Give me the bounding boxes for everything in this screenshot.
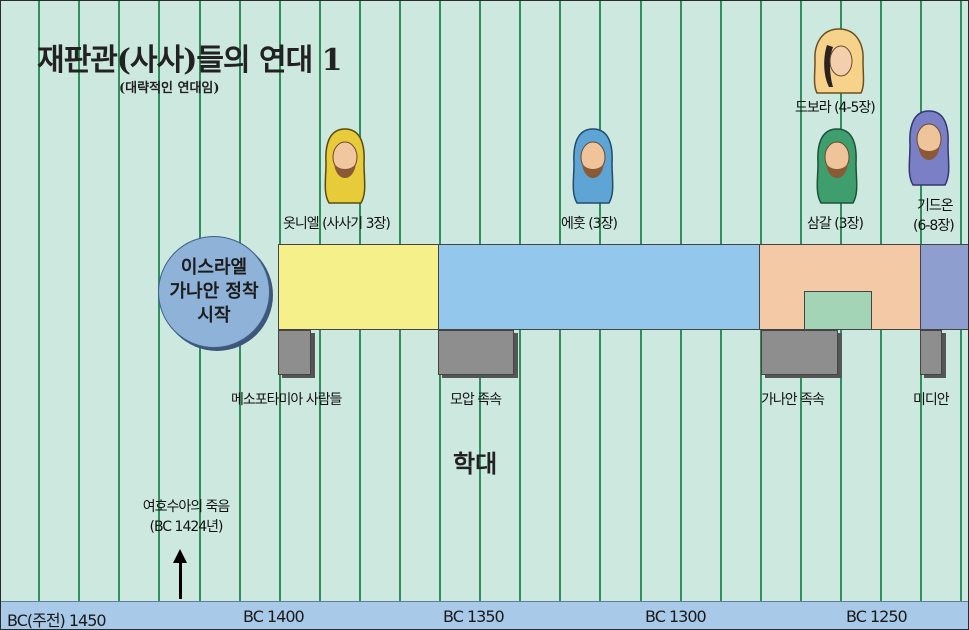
- joshua-death-line: 여호수아의 죽음: [142, 499, 231, 515]
- up-arrow-icon: [173, 549, 187, 563]
- gideon-era-bar: [920, 244, 968, 330]
- mesopotamia-label: 메소포타미아 사람들: [231, 392, 342, 408]
- joshua-death-year: (BC 1424년): [149, 519, 223, 535]
- midian-oppression-bar: [920, 330, 942, 375]
- deborah-portrait-icon: [813, 28, 865, 94]
- ehud-portrait-icon: [572, 128, 614, 204]
- oppression-caption: 학대: [453, 449, 498, 478]
- axis-label-1400: BC 1400: [243, 607, 305, 626]
- shamgar-label: 삼갈 (3장): [807, 216, 864, 232]
- ehud-label: 에훗 (3장): [561, 216, 618, 232]
- gideon-label: 기드온: [917, 198, 954, 214]
- axis-label-1250: BC 1250: [846, 607, 908, 626]
- axis-label-1300: BC 1300: [645, 607, 707, 626]
- israel-settlement-circle: 이스라엘 가나안 정착 시작: [158, 236, 270, 348]
- arrow-shaft: [179, 561, 182, 599]
- moab-label: 모압 족속: [450, 392, 502, 408]
- ehud-era-bar: [438, 244, 760, 330]
- canaan-oppression-bar: [761, 330, 838, 375]
- joshua-death-label: 여호수아의 죽음 (BC 1424년): [111, 497, 261, 537]
- othniel-portrait-icon: [324, 128, 366, 204]
- axis-label-1350: BC 1350: [443, 607, 505, 626]
- shamgar-portrait-icon: [816, 128, 858, 204]
- gideon-portrait-icon: [908, 110, 950, 186]
- canaan-label: 가나안 족속: [761, 392, 825, 408]
- diagram-title: 재판관(사사)들의 연대 1: [37, 43, 343, 78]
- year-axis: BC(주전) 1450 BC 1400 BC 1350 BC 1300 BC 1…: [1, 601, 968, 630]
- mesopotamia-oppression-bar: [278, 330, 311, 375]
- gridline: [78, 1, 80, 601]
- axis-label-1450: BC(주전) 1450: [7, 611, 107, 630]
- midian-label: 미디안: [913, 392, 950, 408]
- othniel-era-bar: [278, 244, 439, 330]
- gridline: [118, 1, 120, 601]
- gideon-chapters-label: (6-8장): [913, 218, 955, 234]
- settlement-label: 이스라엘 가나안 정착 시작: [169, 257, 259, 326]
- gridline: [38, 1, 40, 601]
- diagram-subtitle: (대략적인 연대임): [119, 81, 220, 96]
- deborah-label: 드보라 (4-5장): [795, 100, 876, 116]
- othniel-label: 옷니엘 (사사기 3장): [283, 216, 391, 232]
- shamgar-era-bar: [804, 291, 872, 330]
- moab-oppression-bar: [438, 330, 514, 375]
